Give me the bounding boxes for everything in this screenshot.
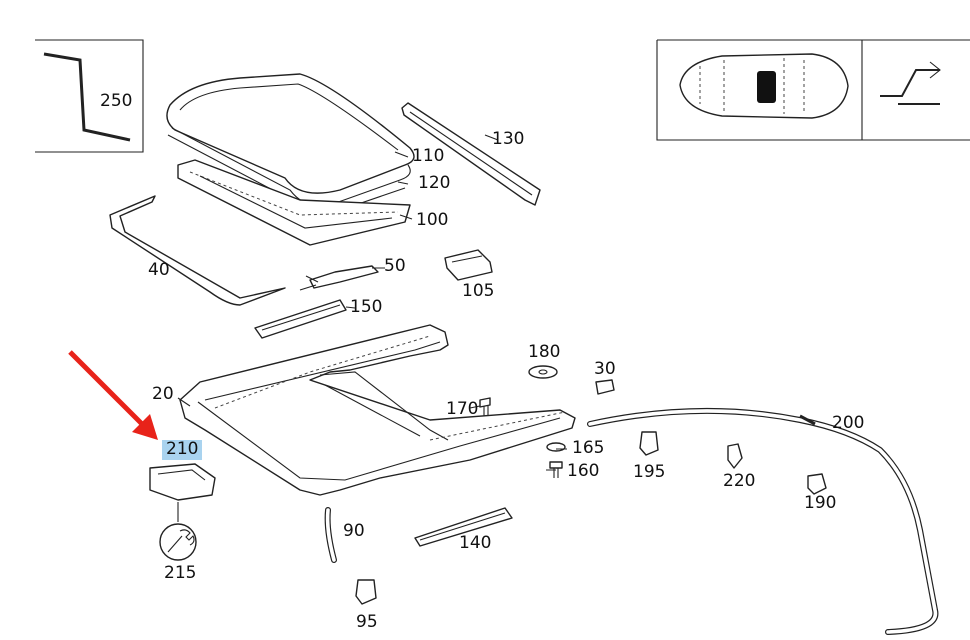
label-95: 95: [356, 612, 378, 632]
part-195-clip[interactable]: [639, 431, 659, 456]
wrench-icon: [159, 502, 197, 561]
label-150: 150: [350, 297, 383, 317]
part-140-guide[interactable]: [414, 507, 513, 547]
part-20-frame[interactable]: [179, 324, 576, 496]
label-165: 165: [572, 438, 605, 458]
part-130-rail[interactable]: [401, 102, 541, 206]
label-160: 160: [567, 461, 600, 481]
part-90-hose[interactable]: [324, 507, 337, 563]
label-130: 130: [492, 129, 525, 149]
part-220-fitting[interactable]: [727, 443, 743, 469]
red-arrow-icon: [68, 350, 158, 440]
part-180-washer[interactable]: [528, 365, 558, 379]
label-180: 180: [528, 342, 561, 362]
part-105-clip[interactable]: [444, 249, 493, 281]
label-100: 100: [416, 210, 449, 230]
label-140: 140: [459, 533, 492, 553]
label-190: 190: [804, 493, 837, 513]
part-210-motor[interactable]: [149, 463, 216, 501]
label-215: 215: [164, 563, 197, 583]
label-170: 170: [446, 399, 479, 419]
leader-lines: [177, 134, 567, 471]
part-40-deflector[interactable]: [109, 195, 286, 306]
sunroof-symbol-icon: [880, 61, 941, 105]
label-200: 200: [832, 413, 865, 433]
part-200-drain-hose[interactable]: [587, 407, 939, 635]
part-250-wire[interactable]: [35, 39, 144, 153]
part-190-clip[interactable]: [807, 473, 827, 495]
label-250: 250: [100, 91, 133, 111]
part-100-frame[interactable]: [177, 159, 411, 246]
part-160-screw[interactable]: [549, 461, 563, 478]
label-220: 220: [723, 471, 756, 491]
label-195: 195: [633, 462, 666, 482]
label-30: 30: [594, 359, 616, 379]
part-50-connector[interactable]: [299, 265, 379, 291]
label-40: 40: [148, 260, 170, 280]
part-30-clip[interactable]: [595, 379, 615, 395]
part-95-clip[interactable]: [355, 579, 377, 605]
label-210-highlighted[interactable]: 210: [162, 440, 203, 460]
part-150-guide[interactable]: [254, 299, 347, 339]
part-170-screw[interactable]: [479, 397, 491, 416]
label-20: 20: [152, 384, 174, 404]
car-top-view-roof-icon: [656, 39, 970, 141]
label-120: 120: [418, 173, 451, 193]
label-90: 90: [343, 521, 365, 541]
label-110: 110: [412, 146, 445, 166]
label-105: 105: [462, 281, 495, 301]
label-50: 50: [384, 256, 406, 276]
part-165-washer[interactable]: [546, 442, 566, 452]
